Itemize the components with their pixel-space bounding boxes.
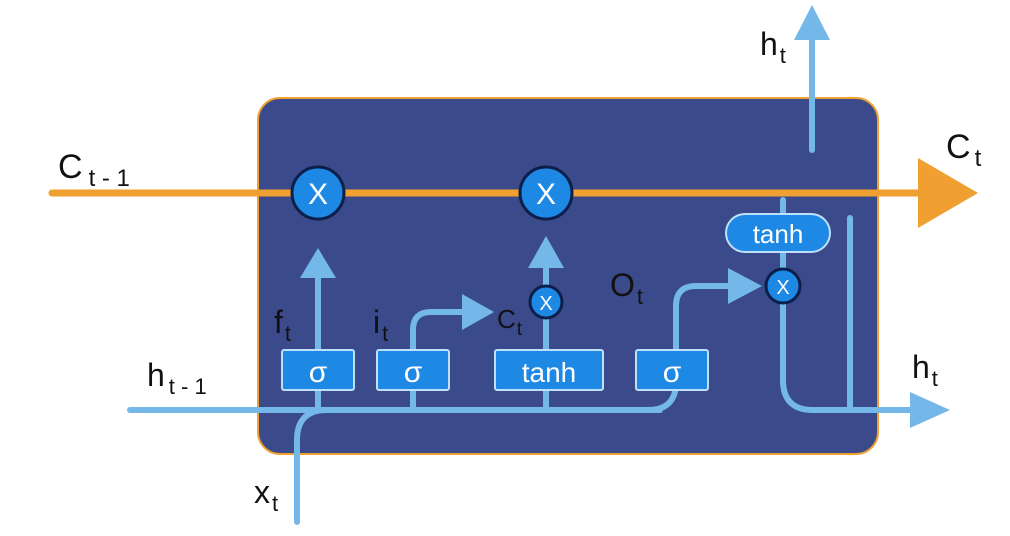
op-forget-mul-label: X [308,178,328,211]
op-output-mul-label: X [776,277,789,299]
output-arrowhead [728,268,762,304]
gate-input-label: σ [404,356,423,389]
h-right-line [780,197,918,413]
op-input-mul: X [518,165,574,221]
gate-cell-tanh-label: tanh [753,219,804,249]
op-forget-mul: X [290,165,346,221]
label-h-top: ht [760,26,786,68]
label-x-in: xt [254,474,278,516]
gate-forget: σ [281,349,355,391]
op-candidate-mul-label: X [539,293,552,315]
op-output-mul: X [764,267,802,305]
cell-state-arrowhead [918,158,978,228]
gate-output-label: σ [663,356,682,389]
x-input-line [294,407,330,525]
gate-input: σ [376,349,450,391]
gate-forget-label: σ [309,356,328,389]
candidate-arrowhead [528,236,564,268]
gate-candidate-label: tanh [522,357,577,388]
op-input-mul-label: X [536,178,556,211]
label-i-gate: it [373,304,388,346]
h-top-arrowhead [794,5,830,40]
h-right-arrowhead [910,392,950,428]
gate-cell-tanh: tanh [725,213,831,253]
label-h-right: ht [912,349,938,391]
op-candidate-mul: X [528,284,564,320]
input-arrowhead [462,294,494,330]
gate-candidate: tanh [494,349,604,391]
label-o-gate: Ot [610,267,643,309]
hidden-flow-arrowheads [300,5,950,428]
label-f-gate: ft [274,304,291,346]
gate-output: σ [635,349,709,391]
forget-arrowhead [300,248,336,278]
output-curve-line [617,283,738,413]
input-branch-line [410,309,473,348]
label-c-cand: Ct [497,304,523,340]
